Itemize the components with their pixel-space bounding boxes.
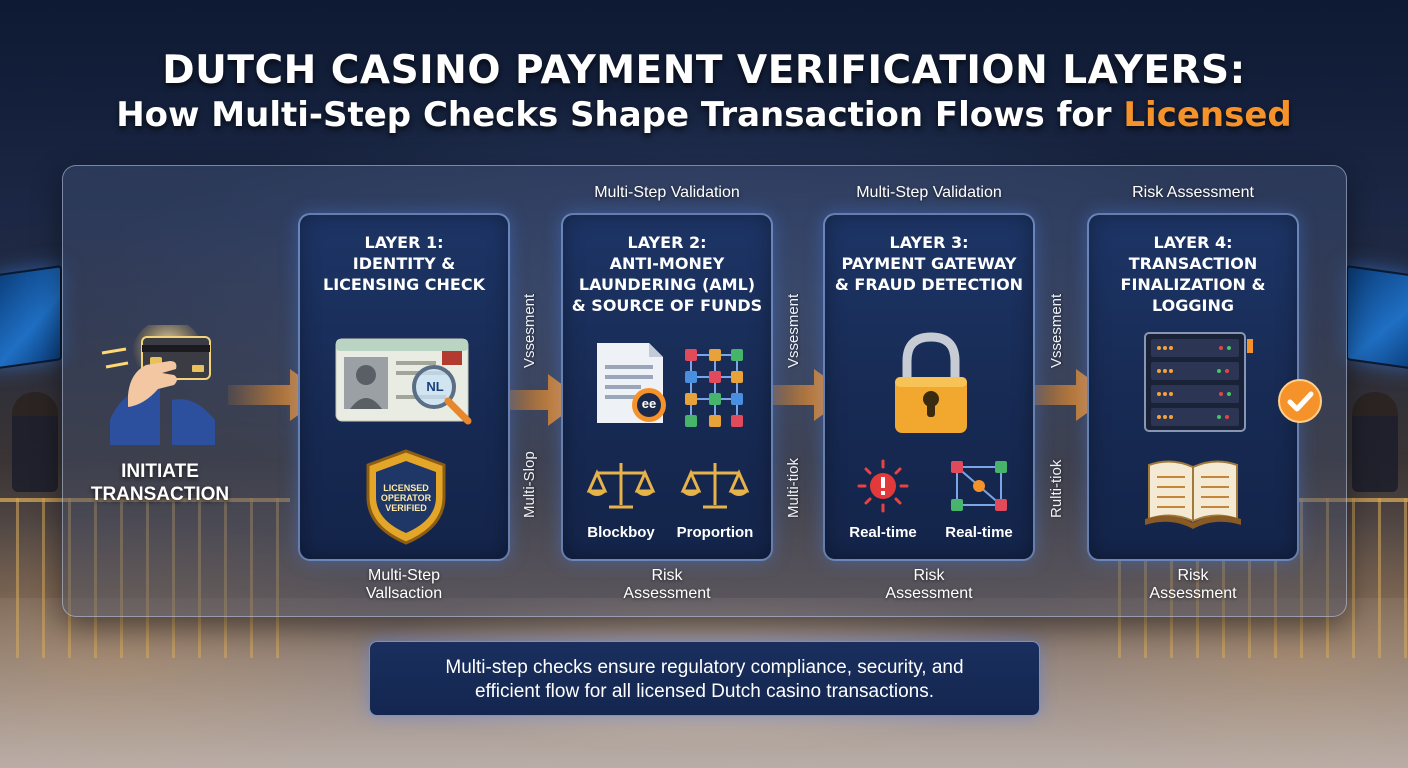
right-croupier-figure (1352, 392, 1398, 492)
left-croupier-figure (12, 392, 58, 492)
layer-3-bottom-label: Risk Assessment (885, 567, 973, 602)
layer-3-card: LAYER 3: PAYMENT GATEWAY & FRAUD DETECTI… (823, 213, 1035, 561)
layer-3-title: LAYER 3: PAYMENT GATEWAY & FRAUD DETECTI… (834, 233, 1024, 294)
subtitle: How Multi-Step Checks Shape Transaction … (0, 95, 1408, 135)
licensed-badge-text: LICENSED OPERATOR VERIFIED (380, 483, 432, 513)
vlabel-4-lower: Rulti-tiok (1048, 459, 1065, 518)
layer-2-sub-left: Blockboy (587, 524, 655, 541)
vlabel-3-lower: Multi-tiok (785, 457, 802, 518)
layer-4-card: LAYER 4: TRANSACTION FINALIZATION & LOGG… (1087, 213, 1299, 561)
layer-2-sub-right: Proportion (676, 524, 754, 541)
check-circle-icon (1278, 379, 1322, 423)
layer-3-sub-left: Real-time (849, 524, 917, 541)
subtitle-accent: Licensed (1123, 95, 1292, 135)
layer-4-top-label: Risk Assessment (1132, 184, 1254, 201)
vlabel-3-upper: Vssesment (785, 293, 802, 368)
initiate-transaction-label: INITIATE TRANSACTION (90, 461, 230, 505)
right-wall-screen (1346, 265, 1408, 370)
hand-card-icon (101, 325, 215, 445)
fraud-network-icon (951, 461, 1007, 511)
left-wall-screen (0, 265, 62, 370)
vlabel-2-upper: Vssesment (521, 293, 538, 368)
flow-arrow-2-icon (490, 374, 583, 426)
layer-2-card: LAYER 2: ANTI-MONEY LAUNDERING (AML) & S… (561, 213, 773, 561)
layer-3-sub-right: Real-time (945, 524, 1013, 541)
subtitle-main: How Multi-Step Checks Shape Transaction … (116, 95, 1124, 135)
aml-document-badge: ee (641, 396, 657, 411)
id-card-icon (335, 338, 472, 425)
alert-icon (857, 459, 909, 513)
logbook-icon (1145, 460, 1241, 529)
licensed-shield-icon (366, 449, 446, 545)
network-graph-icon (685, 349, 743, 427)
id-card-country-code: NL (426, 379, 444, 394)
summary-footer: Multi-step checks ensure regulatory comp… (369, 641, 1040, 716)
main-title: DUTCH CASINO PAYMENT VERIFICATION LAYERS… (162, 48, 1246, 93)
vlabel-4-upper: Vssesment (1048, 293, 1065, 368)
vlabel-2-lower: Multi-Slop (521, 451, 538, 518)
balance-scale-icon (586, 463, 750, 509)
layer-4-bottom-label: Risk Assessment (1149, 567, 1237, 602)
aml-document-icon (597, 343, 666, 423)
layer-2-top-label: Multi-Step Validation (594, 184, 740, 201)
padlock-icon (895, 332, 967, 433)
layer-4-title: LAYER 4: TRANSACTION FINALIZATION & LOGG… (1120, 233, 1266, 315)
layer-2-title: LAYER 2: ANTI-MONEY LAUNDERING (AML) & S… (571, 233, 763, 315)
server-rack-icon (1144, 332, 1253, 432)
layer-1-bottom-label: Multi-Step Vallsaction (365, 567, 443, 602)
layer-1-title: LAYER 1: IDENTITY & LICENSING CHECK (323, 233, 485, 294)
layer-3-top-label: Multi-Step Validation (856, 184, 1002, 201)
layer-1-card: LAYER 1: IDENTITY & LICENSING CHECK NL L… (298, 213, 510, 561)
layer-2-bottom-label: Risk Assessment (623, 567, 711, 602)
